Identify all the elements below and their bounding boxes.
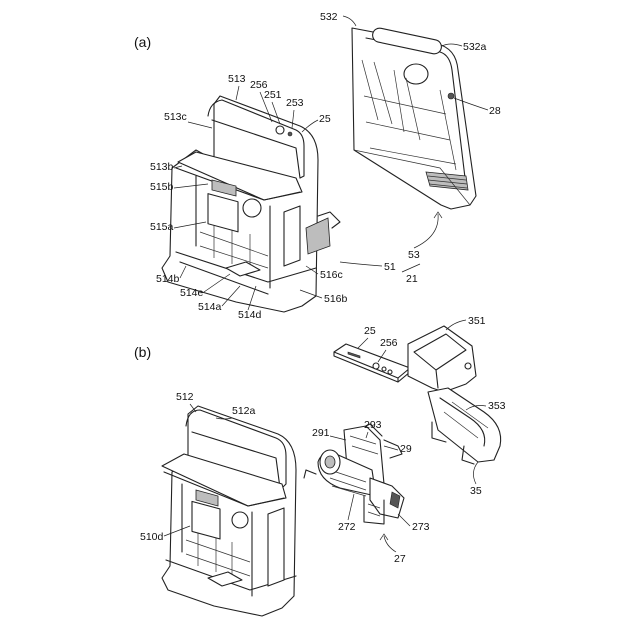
lid-25 [334,344,410,382]
rear-panel-532 [352,27,476,209]
label-510d: 510d [140,531,164,543]
label-25: 25 [319,113,331,125]
label-53: 53 [408,249,420,261]
label-272: 272 [338,521,356,533]
label-513c: 513c [164,111,187,123]
figure-label-a: (a) [134,34,151,50]
label-27: 27 [394,553,406,565]
label-253: 253 [286,97,304,109]
label-21: 21 [406,273,418,285]
duct-35 [408,326,501,464]
figure-label-b: (b) [134,344,151,360]
label-513b: 513b [150,161,174,173]
label-512a: 512a [232,405,256,417]
label-515a: 515a [150,221,174,233]
label-514d: 514d [238,309,262,321]
label-351: 351 [468,315,486,327]
label-532a: 532a [463,41,487,53]
label-514e: 514e [180,287,204,299]
label-532: 532 [320,11,338,23]
label-293: 293 [364,419,382,431]
casing-510 [162,406,296,616]
label-516c: 516c [320,269,343,281]
label-51: 51 [384,261,396,273]
label-515b: 515b [150,181,174,193]
label-25-b: 25 [364,325,376,337]
casing-51 [162,96,340,312]
label-512: 512 [176,391,194,403]
label-514a: 514a [198,301,222,313]
label-251: 251 [264,89,282,101]
label-291: 291 [312,427,330,439]
label-35: 35 [470,485,482,497]
label-513: 513 [228,73,246,85]
label-29: 29 [400,443,412,455]
label-353: 353 [488,400,506,412]
label-28: 28 [489,105,501,117]
label-273: 273 [412,521,430,533]
label-516b: 516b [324,293,348,305]
pump-unit-27 [304,424,404,524]
label-514b: 514b [156,273,180,285]
label-256-b: 256 [380,337,398,349]
